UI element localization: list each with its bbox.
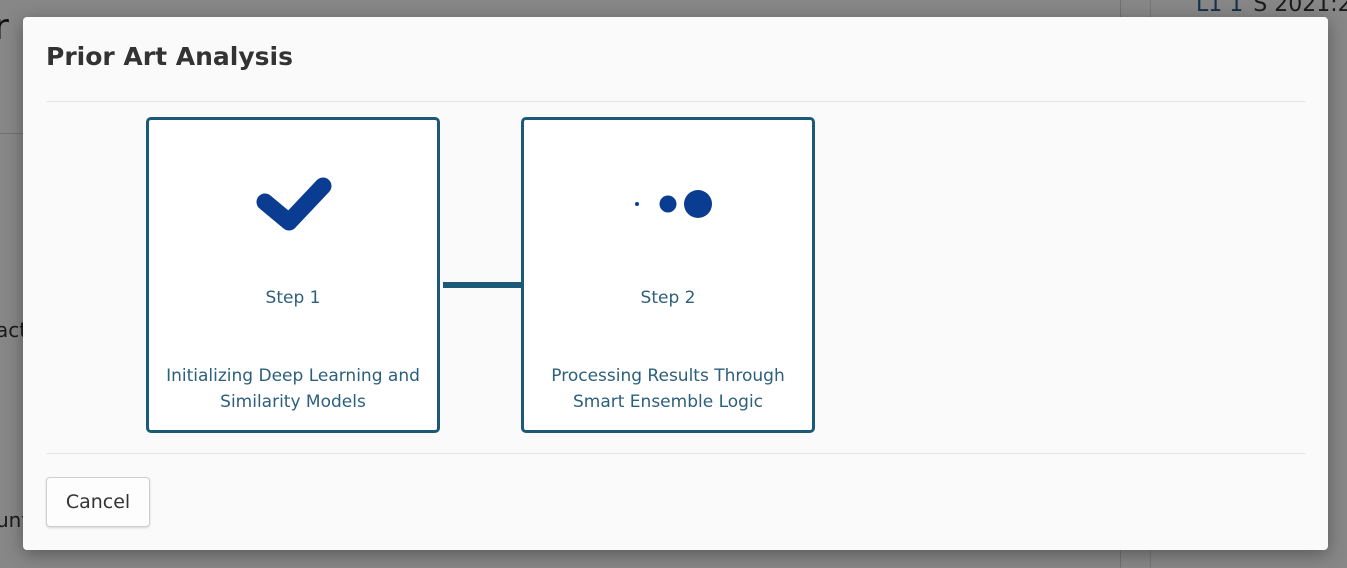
step-label: Step 1: [265, 288, 321, 308]
loading-dots-icon: [524, 172, 812, 236]
dialog-divider-top: [46, 101, 1306, 102]
dialog-divider-bottom: [46, 453, 1306, 454]
background-sidebar-code: L1 1: [1196, 0, 1244, 17]
step-connector: [443, 282, 521, 288]
background-sidebar-entry: L1 1 S 2021:22: [1196, 0, 1347, 17]
step-label: Step 2: [640, 288, 696, 308]
prior-art-analysis-dialog: Prior Art Analysis Step 1 Initializing D…: [23, 17, 1328, 550]
checkmark-icon: [149, 172, 437, 236]
background-sidebar-date: S 2021:22: [1253, 0, 1347, 17]
cancel-button[interactable]: Cancel: [46, 477, 150, 527]
dialog-title: Prior Art Analysis: [46, 42, 293, 71]
step-card-2: Step 2 Processing Results Through Smart …: [521, 117, 815, 433]
step-card-1: Step 1 Initializing Deep Learning and Si…: [146, 117, 440, 433]
background-text-fragment: act: [0, 318, 28, 342]
background-heading-fragment: r: [0, 7, 9, 48]
step-description: Initializing Deep Learning and Similarit…: [166, 366, 420, 412]
step-description: Processing Results Through Smart Ensembl…: [551, 366, 785, 412]
